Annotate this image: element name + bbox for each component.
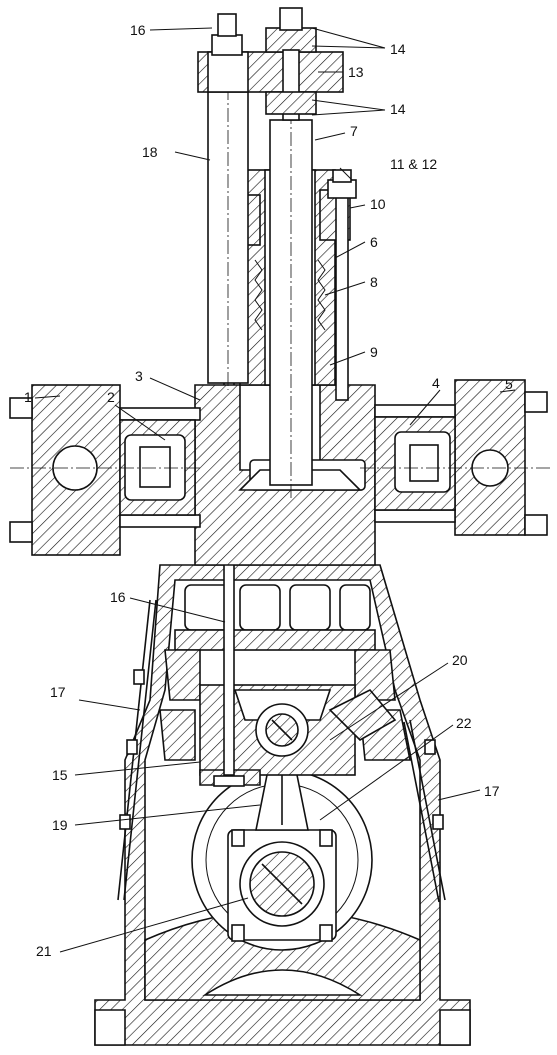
- part-labels: 16 14 13 14 7 18 11 & 12 10 6 8 9 3 4 5 …: [24, 22, 513, 959]
- leader-lines: [34, 27, 516, 953]
- guide-rod: [207, 20, 249, 390]
- label-17-right: 17: [484, 783, 500, 799]
- discharge-valve-housing: [360, 379, 550, 536]
- label-16-top: 16: [130, 22, 146, 38]
- label-18: 18: [142, 144, 158, 160]
- label-13: 13: [348, 64, 364, 80]
- side-cover-right: [403, 719, 446, 903]
- gland-stud: [327, 169, 357, 401]
- label-14-lower: 14: [390, 101, 406, 117]
- label-17-left: 17: [50, 684, 66, 700]
- suction-valve-housing: [9, 384, 201, 556]
- label-11-12: 11 & 12: [390, 156, 437, 172]
- plunger: [269, 110, 313, 500]
- label-15: 15: [52, 767, 68, 783]
- side-cover-left: [117, 599, 157, 901]
- label-14-top: 14: [390, 41, 406, 57]
- label-9: 9: [370, 344, 378, 360]
- label-7: 7: [350, 123, 358, 139]
- label-21: 21: [36, 943, 52, 959]
- label-1: 1: [24, 389, 32, 405]
- label-8: 8: [370, 274, 378, 290]
- top-nuts: [211, 7, 317, 121]
- label-6: 6: [370, 234, 378, 250]
- label-10: 10: [370, 196, 386, 212]
- label-22: 22: [456, 715, 472, 731]
- label-2: 2: [107, 389, 115, 405]
- label-19: 19: [52, 817, 68, 833]
- label-3: 3: [135, 368, 143, 384]
- label-5: 5: [505, 376, 513, 392]
- label-4: 4: [432, 375, 440, 391]
- label-16-lower: 16: [110, 589, 126, 605]
- label-20: 20: [452, 652, 468, 668]
